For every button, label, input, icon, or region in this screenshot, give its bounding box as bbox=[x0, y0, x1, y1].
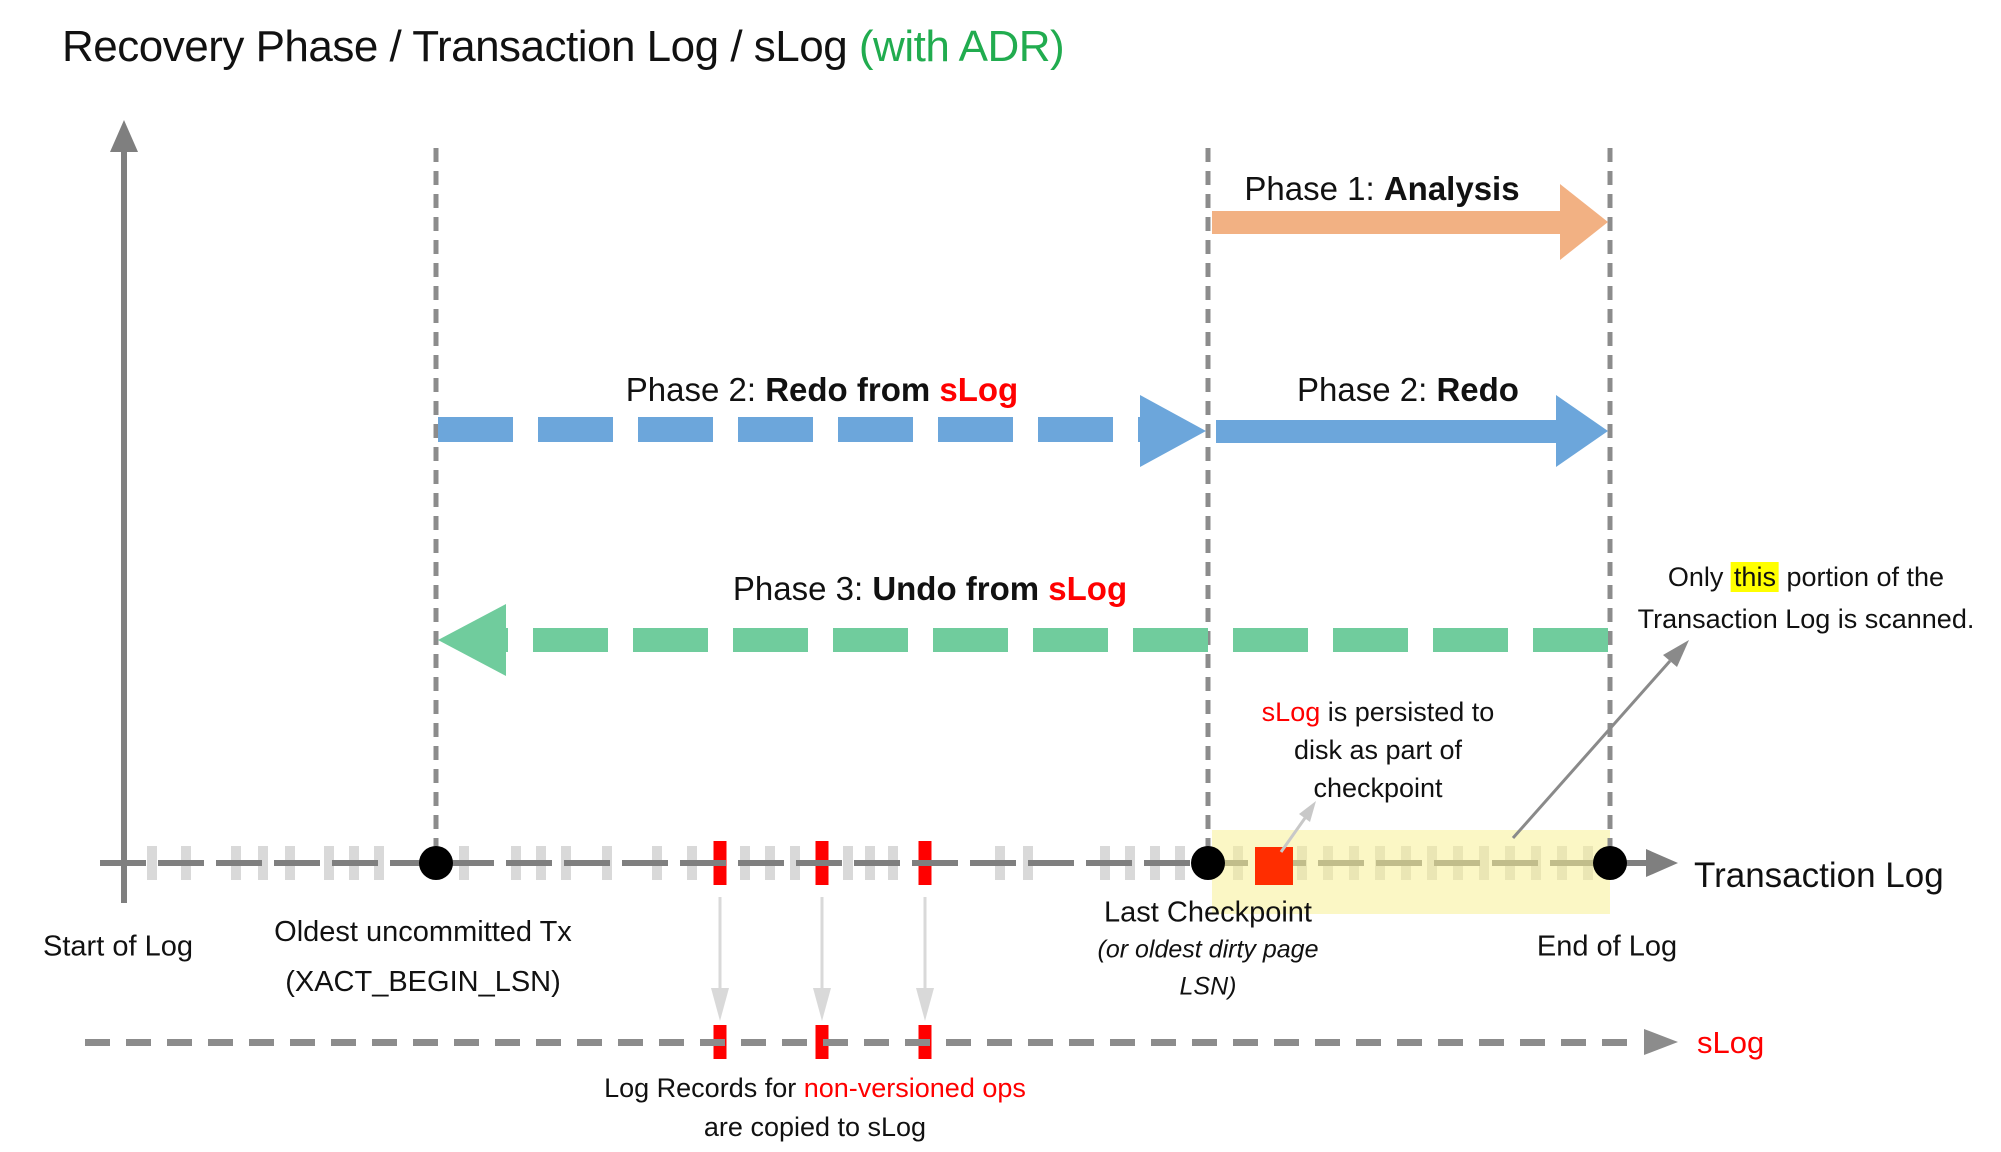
scanned-portion-note: Only this portion of the Transaction Log… bbox=[1637, 556, 1975, 640]
oldest-uncommitted-dot bbox=[419, 846, 453, 880]
phase2-slog-red: sLog bbox=[939, 371, 1019, 408]
highlighted-this: this bbox=[1730, 562, 1779, 592]
phase1-arrowhead-icon bbox=[1560, 184, 1608, 260]
title-adr-suffix: (with ADR) bbox=[858, 22, 1065, 71]
copied-note: Log Records for non-versioned ops are co… bbox=[604, 1069, 1026, 1147]
copied-line1: Log Records for non-versioned ops bbox=[604, 1073, 1026, 1103]
slog-checkpoint-block bbox=[1255, 847, 1293, 885]
persisted-line2: disk as part of bbox=[1293, 735, 1463, 765]
phase1-label: Phase 1: Analysis bbox=[1244, 170, 1519, 208]
transaction-log-line bbox=[100, 860, 1648, 866]
phase2-name: Redo bbox=[1436, 371, 1519, 408]
phase3-red: sLog bbox=[1048, 570, 1128, 607]
persisted-line1: sLog is persisted to bbox=[1261, 697, 1495, 727]
phase2-slog-arrow bbox=[438, 417, 1142, 442]
end-of-log-dot bbox=[1593, 846, 1627, 880]
phase3-prefix: Phase 3: bbox=[732, 570, 873, 607]
scanned-note-line2: Transaction Log is scanned. bbox=[1637, 604, 1975, 634]
phase2-slog-prefix: Phase 2: bbox=[625, 371, 766, 408]
page-title: Recovery Phase / Transaction Log / sLog … bbox=[62, 22, 1065, 72]
phase1-name: Analysis bbox=[1383, 170, 1520, 207]
vline-end-of-log bbox=[1607, 148, 1613, 852]
phase2-slog-name: Redo from bbox=[765, 371, 940, 408]
y-axis-line bbox=[121, 150, 127, 903]
phase2-label: Phase 2: Redo bbox=[1297, 371, 1519, 409]
scanned-portion-arrow bbox=[1511, 640, 1689, 839]
transaction-log-axis-label: Transaction Log bbox=[1694, 856, 1944, 895]
phase3-arrowhead-icon bbox=[438, 604, 506, 676]
persisted-line3: checkpoint bbox=[1313, 773, 1443, 803]
vline-last-checkpoint bbox=[1205, 148, 1211, 852]
last-checkpoint-dot bbox=[1191, 846, 1225, 880]
phase3-label: Phase 3: Undo from sLog bbox=[733, 570, 1127, 608]
slog-line bbox=[85, 1039, 1641, 1046]
start-of-log-label: Start of Log bbox=[43, 930, 193, 963]
persisted-note: sLog is persisted to disk as part of che… bbox=[1262, 693, 1495, 807]
last-checkpoint-label: Last Checkpoint (or oldest dirty page LS… bbox=[1097, 896, 1319, 1001]
phase1-arrow bbox=[1212, 211, 1562, 234]
y-axis-arrow-icon bbox=[110, 120, 138, 152]
transaction-log-arrow-icon bbox=[1646, 849, 1678, 877]
vline-oldest-uncommitted bbox=[433, 148, 439, 852]
phase2-arrow bbox=[1216, 420, 1558, 443]
end-of-log-label: End of Log bbox=[1536, 930, 1678, 963]
phase1-prefix: Phase 1: bbox=[1244, 170, 1384, 207]
slog-axis-label: sLog bbox=[1697, 1025, 1765, 1060]
scanned-note-line1: Only this portion of the bbox=[1667, 562, 1945, 592]
phase3-arrow bbox=[506, 628, 1608, 652]
copy-to-slog-arrows bbox=[711, 897, 934, 1021]
phase2-prefix: Phase 2: bbox=[1297, 371, 1437, 408]
phase2-slog-arrowhead-icon bbox=[1140, 395, 1206, 467]
phase3-name: Undo from bbox=[872, 570, 1049, 607]
phase2-slog-label: Phase 2: Redo from sLog bbox=[626, 371, 1018, 409]
title-main: Recovery Phase / Transaction Log / sLog bbox=[62, 22, 859, 71]
phase2-arrowhead-icon bbox=[1556, 395, 1608, 467]
slog-arrowhead-icon bbox=[1644, 1029, 1678, 1055]
copied-line2: are copied to sLog bbox=[703, 1112, 927, 1142]
oldest-uncommitted-label: Oldest uncommitted Tx (XACT_BEGIN_LSN) bbox=[274, 916, 572, 998]
